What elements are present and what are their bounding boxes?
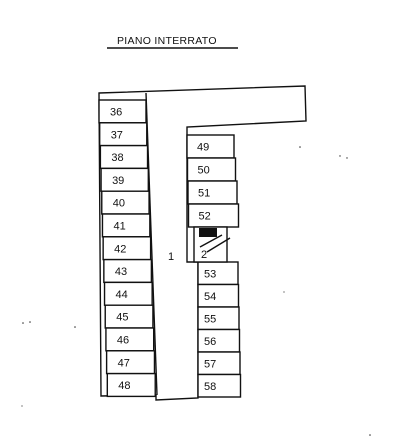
- parking-space-number: 47: [118, 357, 130, 369]
- parking-space: [187, 180, 238, 205]
- parking-space-number: 55: [204, 313, 216, 325]
- parking-space: [103, 281, 153, 306]
- parking-space-number: 56: [204, 336, 216, 348]
- title: PIANO INTERRATO: [117, 35, 217, 47]
- parking-space-number: 38: [111, 152, 123, 164]
- parking-space-number: 43: [115, 266, 127, 278]
- parking-space: [100, 167, 150, 192]
- parking-space: [98, 122, 148, 147]
- parking-space-number: 53: [204, 268, 216, 280]
- parking-space: [98, 99, 147, 124]
- small-space-label: 2: [201, 249, 207, 261]
- hatch-line: [199, 234, 223, 248]
- hatch-line: [206, 237, 231, 253]
- driveway-left-edge: [145, 92, 158, 396]
- parking-space: [186, 134, 235, 159]
- parking-space: [101, 213, 151, 238]
- hatched-block: [199, 228, 217, 237]
- parking-space: [187, 203, 240, 228]
- scan-specks: [21, 146, 371, 436]
- parking-space-number: 37: [111, 129, 123, 141]
- parking-space-number: 57: [204, 358, 216, 370]
- parking-space-number: 39: [112, 175, 124, 187]
- parking-space: [103, 258, 153, 284]
- parking-space-number: 54: [204, 291, 216, 303]
- parking-space: [106, 372, 156, 398]
- parking-space: [105, 327, 155, 352]
- parking-space-number: 36: [110, 107, 122, 119]
- parking-space: [197, 373, 242, 398]
- parking-space-number: 41: [113, 221, 125, 233]
- parking-space: [105, 350, 156, 375]
- parking-space-number: 45: [116, 312, 128, 324]
- right-upper-parking-row: 49 50 51 52: [186, 134, 240, 228]
- parking-space: [99, 144, 149, 170]
- parking-space-number: 40: [113, 198, 125, 210]
- parking-space: [104, 304, 154, 329]
- parking-space-number: 50: [198, 165, 210, 177]
- small-space: 2: [193, 226, 231, 263]
- parking-space: [186, 157, 237, 182]
- parking-space-number: 51: [198, 188, 210, 200]
- driveway-label: 1: [168, 251, 174, 263]
- parking-space-number: 58: [204, 381, 216, 393]
- right-lower-parking-row: 53 54 55 56 57 58: [197, 261, 242, 398]
- parking-space-number: 44: [116, 289, 128, 301]
- parking-space-number: 52: [199, 211, 211, 223]
- left-parking-row: 36 37 38 39 40 41 42 43 44 45 46 47 48: [98, 99, 156, 398]
- parking-space: [102, 236, 152, 261]
- parking-space: [101, 190, 150, 215]
- parking-space-number: 42: [114, 243, 126, 255]
- parking-space-number: 48: [118, 380, 130, 392]
- parking-space-number: 49: [197, 142, 209, 154]
- parking-space-number: 46: [117, 335, 129, 347]
